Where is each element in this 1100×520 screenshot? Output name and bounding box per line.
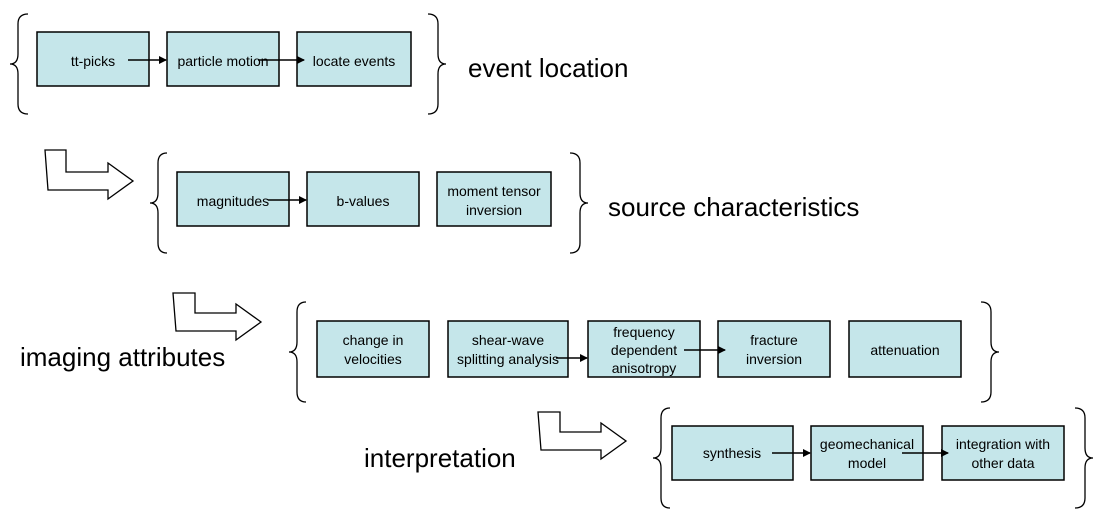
stage-event-location: tt-picks particle motion locate events e… bbox=[9, 13, 628, 115]
box-label: anisotropy bbox=[612, 360, 677, 376]
box-label: attenuation bbox=[870, 342, 939, 358]
box-b-values: b-values bbox=[306, 171, 420, 227]
box-label: b-values bbox=[337, 193, 390, 209]
box-magnitudes: magnitudes bbox=[176, 171, 290, 227]
stage-interpretation: synthesis geomechanical model integratio… bbox=[364, 407, 1094, 509]
box-label: change in bbox=[343, 332, 404, 348]
right-brace bbox=[427, 13, 447, 115]
left-brace bbox=[9, 13, 29, 115]
box-locate-events: locate events bbox=[296, 31, 412, 87]
box-attenuation: attenuation bbox=[848, 320, 962, 378]
box-label: velocities bbox=[344, 351, 402, 367]
box-label: shear-wave bbox=[472, 332, 545, 348]
box-label: inversion bbox=[466, 202, 522, 218]
stage-imaging-attributes: change in velocities shear-wave splittin… bbox=[20, 301, 1000, 403]
left-brace bbox=[652, 407, 671, 509]
box-particle-motion: particle motion bbox=[166, 31, 280, 87]
flow-arrow-icon bbox=[172, 292, 263, 342]
box-change-in-velocities: change in velocities bbox=[316, 320, 430, 378]
stage-title: event location bbox=[468, 53, 628, 83]
box-label: locate events bbox=[313, 53, 396, 69]
stage-title: interpretation bbox=[364, 443, 516, 473]
box-label: tt-picks bbox=[71, 53, 115, 69]
right-brace bbox=[1074, 407, 1094, 509]
stage-source-characteristics: magnitudes b-values moment tensor invers… bbox=[149, 152, 859, 254]
box-moment-tensor-inversion: moment tensor inversion bbox=[436, 171, 552, 227]
box-label: frequency bbox=[613, 324, 674, 340]
box-label: dependent bbox=[611, 342, 677, 358]
flow-arrow-icon bbox=[537, 411, 628, 461]
box-fracture-inversion: fracture inversion bbox=[717, 320, 831, 378]
box-label: inversion bbox=[746, 351, 802, 367]
stage-title: imaging attributes bbox=[20, 342, 225, 372]
left-brace bbox=[288, 301, 307, 403]
box-tt-picks: tt-picks bbox=[36, 31, 150, 87]
box-shear-wave-splitting: shear-wave splitting analysis bbox=[447, 320, 569, 378]
box-label: moment tensor bbox=[447, 183, 541, 199]
box-label: model bbox=[848, 455, 886, 471]
box-label: particle motion bbox=[177, 53, 268, 69]
box-label: splitting analysis bbox=[457, 351, 559, 367]
box-integration-with-other-data: integration with other data bbox=[941, 425, 1065, 481]
left-brace bbox=[149, 152, 168, 254]
box-label: magnitudes bbox=[197, 193, 269, 209]
right-brace bbox=[980, 301, 1000, 403]
stage-title: source characteristics bbox=[608, 192, 859, 222]
box-frequency-dependent-anisotropy: frequency dependent anisotropy bbox=[587, 320, 701, 378]
box-label: geomechanical bbox=[820, 436, 914, 452]
box-label: integration with bbox=[956, 436, 1050, 452]
right-brace bbox=[569, 152, 589, 254]
box-label: fracture bbox=[750, 332, 798, 348]
box-label: other data bbox=[971, 455, 1034, 471]
flow-arrow-icon bbox=[44, 149, 135, 201]
box-label: synthesis bbox=[703, 445, 761, 461]
